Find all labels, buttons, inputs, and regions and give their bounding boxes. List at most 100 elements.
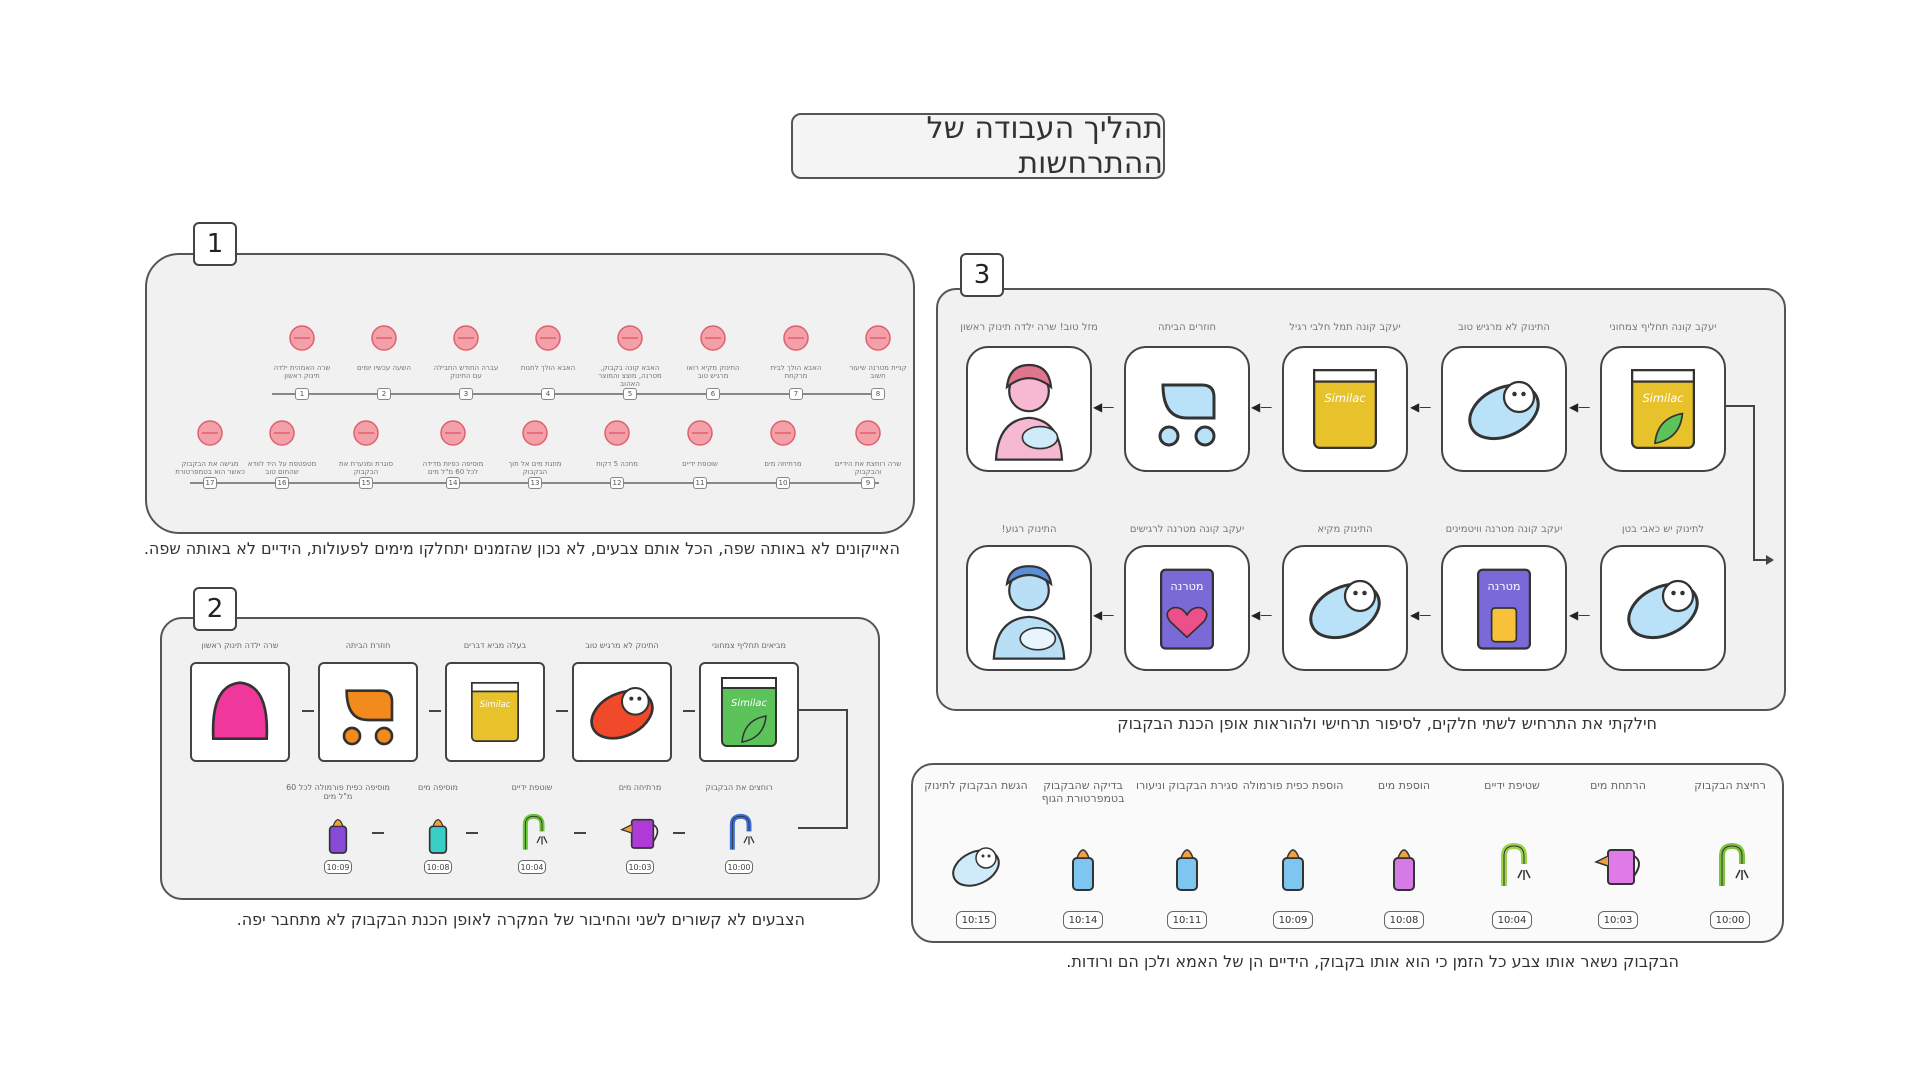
- p1-row2-num: 13: [528, 477, 542, 489]
- p4-step-label: הוספת כפית פורמולה: [1242, 779, 1344, 792]
- panel-4-caption: הבקבוק נשאר אותו צבע כל הזמן כי הוא אותו…: [1066, 952, 1679, 971]
- p1-row1-num: 5: [623, 388, 637, 400]
- p2-connector: [429, 710, 441, 712]
- p1-row2-label: מטפטפת על היד לוודא שהחום טוב: [247, 460, 317, 476]
- p1-row2-num: 9: [861, 477, 875, 489]
- p2-top-label: שרה ילדה תינוק ראשון: [201, 641, 279, 650]
- p1-row1-icon: [528, 318, 568, 362]
- p4-step-time: 10:03: [1598, 911, 1638, 929]
- p1-row1-label: השעה עכשיו יומים: [357, 364, 411, 372]
- p4-step-label: בדיקה שהבקבוק בטמפרטורת הגוף: [1041, 779, 1125, 805]
- p2-top-card: Similac: [445, 662, 545, 762]
- p3-row1-arrow: ◀—: [1410, 400, 1432, 414]
- p4-step-label: רחיצת הבקבוק: [1694, 779, 1766, 792]
- p3-row2-arrow: ◀—: [1093, 608, 1115, 622]
- p4-step-icon: [1588, 836, 1648, 900]
- p2-step-label: רוחצים את הבקבוק: [705, 783, 773, 792]
- p3-row2-arrow: ◀—: [1410, 608, 1432, 622]
- p4-step-time: 10:04: [1492, 911, 1532, 929]
- p4-step-label: שטיפת ידיים: [1484, 779, 1540, 792]
- p3-row1-label: יעקב קונה תמל חלבי רגיל: [1289, 322, 1401, 333]
- p4-step-time: 10:09: [1273, 911, 1313, 929]
- panel-3-tag: 3: [960, 253, 1004, 297]
- p1-row1-label: התינוק מקיא רואו מרגיש טוב: [686, 364, 740, 380]
- p1-row2-num: 15: [359, 477, 373, 489]
- p1-row1-label: האבא הולך לבית מרקחת: [770, 364, 822, 380]
- p1-row1-label: עברה החודש החבילה עם התינוק: [433, 364, 499, 380]
- p1-row1-num: 2: [377, 388, 391, 400]
- panel-2-caption: הצבעים לא קשורים לשני והחיבור של המקרה ל…: [236, 910, 805, 929]
- p1-row1-label: האבא קונה בקבוק, מטרנה, מוצצ והמוצר האהו…: [598, 364, 662, 388]
- p3-row2-label: לתינוק יש כאבי בטן: [1621, 524, 1705, 535]
- svg-text:Similac: Similac: [480, 700, 511, 710]
- p2-connector: [556, 710, 568, 712]
- svg-text:Similac: Similac: [1642, 391, 1684, 405]
- p1-row2-num: 10: [776, 477, 790, 489]
- p3-row1-card: [966, 346, 1092, 472]
- panel-4: [911, 763, 1784, 943]
- p2-step-time: 10:03: [626, 860, 654, 874]
- svg-text:מטרנה: מטרנה: [1487, 580, 1520, 593]
- panel-1-timeline-top: [272, 393, 879, 395]
- panel-3-turn-arrow: [1726, 405, 1774, 565]
- p1-row1-icon: [858, 318, 898, 362]
- p1-row1-icon: [693, 318, 733, 362]
- p3-row2-label: התינוק רגוע!: [1001, 524, 1057, 535]
- p4-step-icon: [1374, 836, 1434, 900]
- p4-step-icon: [946, 836, 1006, 900]
- p2-step-label: מוסיפה מים: [418, 783, 458, 792]
- p4-step-time: 10:14: [1063, 911, 1103, 929]
- p3-row2-label: התינוק מקיא: [1317, 524, 1373, 535]
- p4-step-label: הגשת הבקבוק לתינוק: [924, 779, 1028, 792]
- p4-step-label: סגירת הבקבוק וניעורו: [1135, 779, 1239, 792]
- p3-row1-arrow: ◀—: [1569, 400, 1591, 414]
- p1-row1-icon: [610, 318, 650, 362]
- p1-row2-num: 14: [446, 477, 460, 489]
- p1-row2-label: שוטפת ידיים: [682, 460, 718, 468]
- p2-step-label: מרתיחה מים: [618, 783, 662, 792]
- p3-row1-card: Similac: [1600, 346, 1726, 472]
- panel-1-caption: האייקונים לא באותה שפה, הכל אותם צבעים, …: [143, 539, 900, 558]
- p3-row2-arrow: ◀—: [1569, 608, 1591, 622]
- p4-step-icon: [1482, 836, 1542, 900]
- panel-2-connector: [798, 709, 848, 829]
- p1-row2-icon: [346, 413, 386, 457]
- p1-row1-label: האבא הולך לחנות: [520, 364, 576, 372]
- p2-step-icon: [507, 808, 557, 862]
- p3-row1-card: Similac: [1282, 346, 1408, 472]
- p2-top-label: בעלה מביא דברים: [463, 641, 527, 650]
- p1-row2-num: 16: [275, 477, 289, 489]
- p1-row2-icon: [848, 413, 888, 457]
- p3-row1-arrow: ◀—: [1251, 400, 1273, 414]
- svg-text:מטרנה: מטרנה: [1170, 580, 1203, 593]
- p3-row2-label: יעקב קונה מטרנה וויטמינים: [1445, 524, 1563, 535]
- p3-row2-card: [1600, 545, 1726, 671]
- p4-step-label: הוספת מים: [1377, 779, 1431, 792]
- p1-row2-label: מוסיפה כפיות מדידה לכל 60 מ"ל מים: [422, 460, 484, 476]
- p2-top-label: חוזרת הביתה: [345, 641, 391, 650]
- p1-row2-icon: [262, 413, 302, 457]
- p2-step-label: מוסיפה כפית פורמולה לכל 60 מ"ל מים: [286, 783, 390, 801]
- p1-row2-icon: [515, 413, 555, 457]
- p4-step-time: 10:08: [1384, 911, 1424, 929]
- p2-step-icon: [615, 808, 665, 862]
- p4-step-time: 10:11: [1167, 911, 1207, 929]
- p1-row1-icon: [446, 318, 486, 362]
- p2-step-icon: [714, 808, 764, 862]
- p3-row2-card: מטרנה: [1441, 545, 1567, 671]
- p3-row2-card: מטרנה: [1124, 545, 1250, 671]
- p1-row2-label: סוגרת ומנערת את הבקבוק: [338, 460, 393, 476]
- p3-row1-arrow: ◀—: [1093, 400, 1115, 414]
- p2-top-card: [190, 662, 290, 762]
- panel-1-tag: 1: [193, 222, 237, 266]
- p4-step-icon: [1157, 836, 1217, 900]
- p3-row2-card: [1282, 545, 1408, 671]
- p2-step-connector: [574, 832, 586, 834]
- panel-3-caption: חילקתי את התרחיש לשתי חלקים, לסיפור תרחי…: [1117, 714, 1657, 733]
- p3-row2-card: [966, 545, 1092, 671]
- p1-row1-num: 3: [459, 388, 473, 400]
- p2-top-card: Similac: [699, 662, 799, 762]
- p1-row2-icon: [597, 413, 637, 457]
- p1-row2-label: שרה רוחצת את הידיים והבקבוק: [834, 460, 902, 476]
- p1-row1-icon: [282, 318, 322, 362]
